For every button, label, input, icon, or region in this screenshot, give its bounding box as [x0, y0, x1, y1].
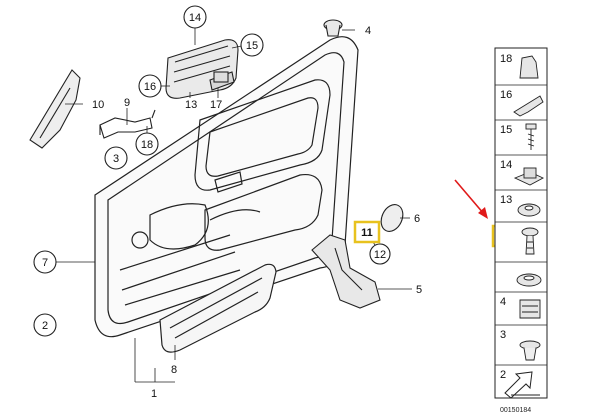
callout-label: 7 — [42, 257, 48, 269]
callout-label: 3 — [113, 153, 119, 165]
spring-clip-icon — [519, 299, 541, 319]
callout-15: 15 — [240, 33, 264, 57]
label-9: 9 — [124, 97, 130, 109]
map-pocket — [159, 263, 277, 353]
legend-label-4: 4 — [500, 296, 506, 308]
screw-icon — [525, 123, 537, 150]
legend-label-2: 2 — [500, 369, 506, 381]
callout-2-main: 2 — [33, 313, 57, 337]
legend-label-18: 18 — [500, 53, 512, 65]
cover-6 — [380, 204, 404, 232]
square-nut-icon — [513, 167, 545, 186]
bracket-5 — [311, 234, 381, 309]
round-clip-4 — [323, 19, 343, 37]
handle-assembly — [165, 39, 239, 99]
callout-3-main: 3 — [104, 146, 128, 170]
hex-nut-icon — [517, 203, 541, 217]
legend-label-15: 15 — [500, 124, 512, 136]
callout-14: 14 — [183, 5, 207, 29]
bracket-9 — [99, 109, 156, 139]
label-10: 10 — [92, 99, 104, 111]
bracket-clip-icon — [513, 95, 544, 117]
callout-7: 7 — [33, 250, 57, 274]
label-17: 17 — [210, 99, 222, 111]
door-trim-panel — [94, 36, 359, 338]
callout-label: 18 — [141, 139, 153, 151]
label-13: 13 — [185, 99, 197, 111]
mirror-trim-strip — [29, 69, 81, 149]
push-clip-icon — [519, 340, 541, 361]
leader-lines — [55, 28, 412, 383]
callout-label: 15 — [246, 40, 258, 52]
callout-18-main: 18 — [135, 132, 159, 156]
label-8: 8 — [171, 364, 177, 376]
legend-label-16: 16 — [500, 89, 512, 101]
label-5: 5 — [416, 284, 422, 296]
legend-label-13: 13 — [500, 194, 512, 206]
reference-code: 00150184 — [500, 407, 531, 414]
callout-16: 16 — [138, 74, 162, 98]
legend-label-14: 14 — [500, 159, 512, 171]
callout-label: 14 — [189, 12, 201, 24]
direction-arrow-icon — [504, 371, 540, 399]
label-6: 6 — [414, 213, 420, 225]
expanding-rivet-icon — [521, 227, 539, 255]
round-clip-icon — [516, 273, 542, 287]
callout-label: 2 — [42, 320, 48, 332]
callout-label: 11 — [361, 227, 373, 239]
callout-label: 12 — [374, 249, 386, 261]
label-1: 1 — [151, 388, 157, 400]
legend-label-3: 3 — [500, 329, 506, 341]
label-4: 4 — [365, 25, 371, 37]
parts-legend: 18 16 15 14 13 4 3 — [494, 47, 548, 399]
pointer-arrow — [454, 179, 488, 219]
callout-12: 12 — [369, 243, 391, 265]
highlight-box-11-main: 11 — [353, 220, 381, 244]
callout-label: 16 — [144, 81, 156, 93]
clip-cap-icon — [519, 55, 539, 79]
